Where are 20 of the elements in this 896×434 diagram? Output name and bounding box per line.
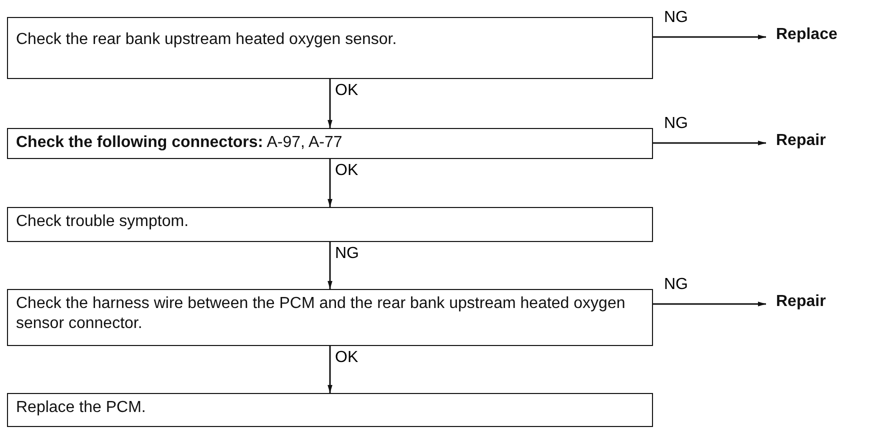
step-text: Check trouble symptom.: [16, 212, 190, 232]
outcome-text: Replace: [776, 24, 876, 46]
process-box: [7, 289, 653, 346]
outcome-text: Repair: [776, 291, 876, 313]
process-box: [7, 393, 653, 427]
process-box: [7, 207, 653, 242]
arrow: [653, 302, 766, 306]
arrow: [653, 140, 766, 146]
step-text: Replace the PCM.: [16, 398, 147, 418]
process-box: [7, 17, 653, 79]
arrow: [328, 79, 332, 128]
arrow: [328, 242, 332, 289]
process-box: [7, 128, 653, 159]
step-text: Check the harness wire between the PCM and the rear bank upstream heated oxygen sensor connector.: [16, 294, 626, 334]
step-text: Check the rear bank upstream heated oxygen sensor.: [16, 30, 398, 50]
step-text: Check the following connectors: A-97, A-77: [16, 133, 344, 153]
arrow: [328, 159, 332, 207]
arrow: [328, 346, 332, 393]
arrow: [653, 34, 766, 40]
outcome-text: Repair: [776, 130, 876, 152]
